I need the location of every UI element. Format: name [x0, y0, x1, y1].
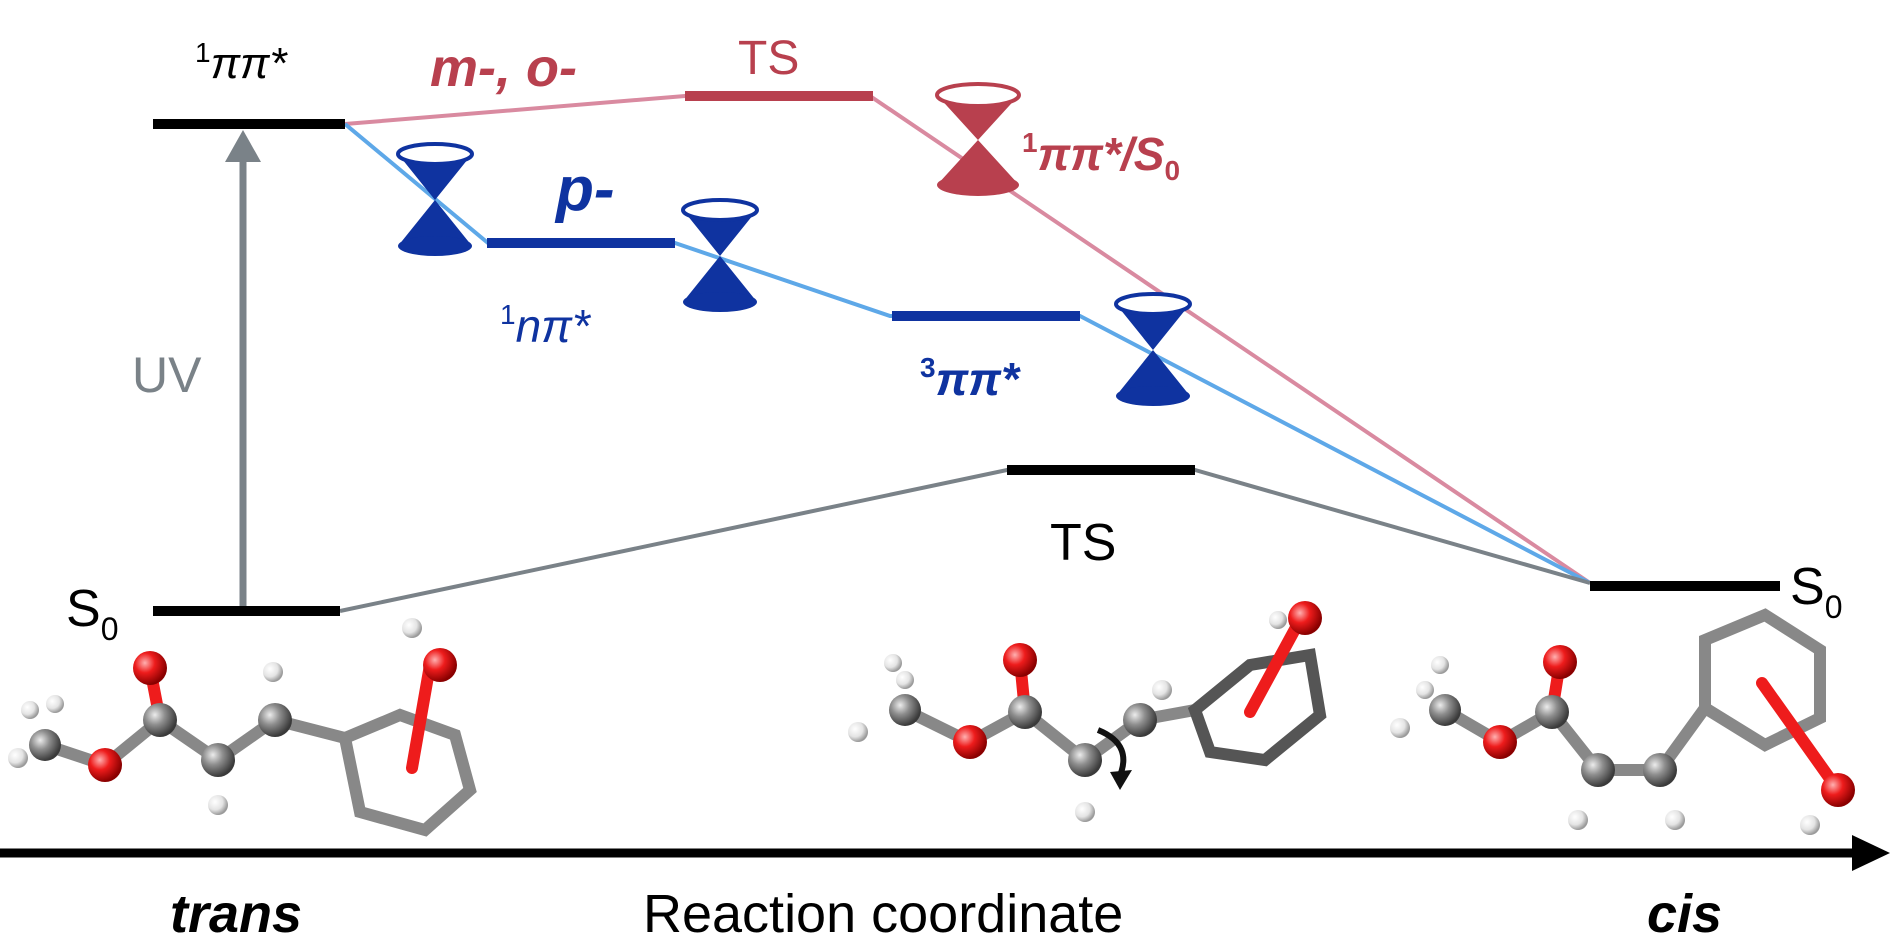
trans-label: trans	[170, 884, 302, 944]
conical-intersection-icon	[681, 198, 759, 312]
ts-upper-label: TS	[738, 32, 799, 85]
n-pi-label: 1nπ*	[500, 299, 592, 352]
ts-ground-label: TS	[1050, 514, 1116, 572]
ground-state-path	[339, 468, 1591, 613]
s1-trans-label: 1ππ*	[195, 37, 289, 88]
cis-molecule	[1390, 608, 1855, 835]
ts-molecule	[848, 601, 1327, 822]
uv-arrow-head	[225, 130, 261, 162]
s0-trans-label: S0	[66, 580, 118, 647]
para-label: p-	[554, 155, 615, 224]
uv-label: UV	[132, 347, 202, 403]
reaction-axis-head	[1852, 835, 1890, 871]
ci-red-label: 1ππ*/S0	[1022, 127, 1180, 186]
cis-label: cis	[1647, 884, 1722, 944]
trans-molecule	[8, 618, 477, 837]
para-path	[343, 122, 1591, 585]
triplet-label: 3ππ*	[920, 352, 1021, 405]
conical-intersection-icon	[396, 142, 474, 256]
axis-label: Reaction coordinate	[643, 884, 1123, 944]
conical-intersection-icon	[1114, 292, 1192, 406]
conical-intersection-icon	[935, 82, 1021, 196]
s0-cis-label: S0	[1790, 558, 1842, 625]
meta-ortho-label: m-, o-	[430, 38, 577, 98]
